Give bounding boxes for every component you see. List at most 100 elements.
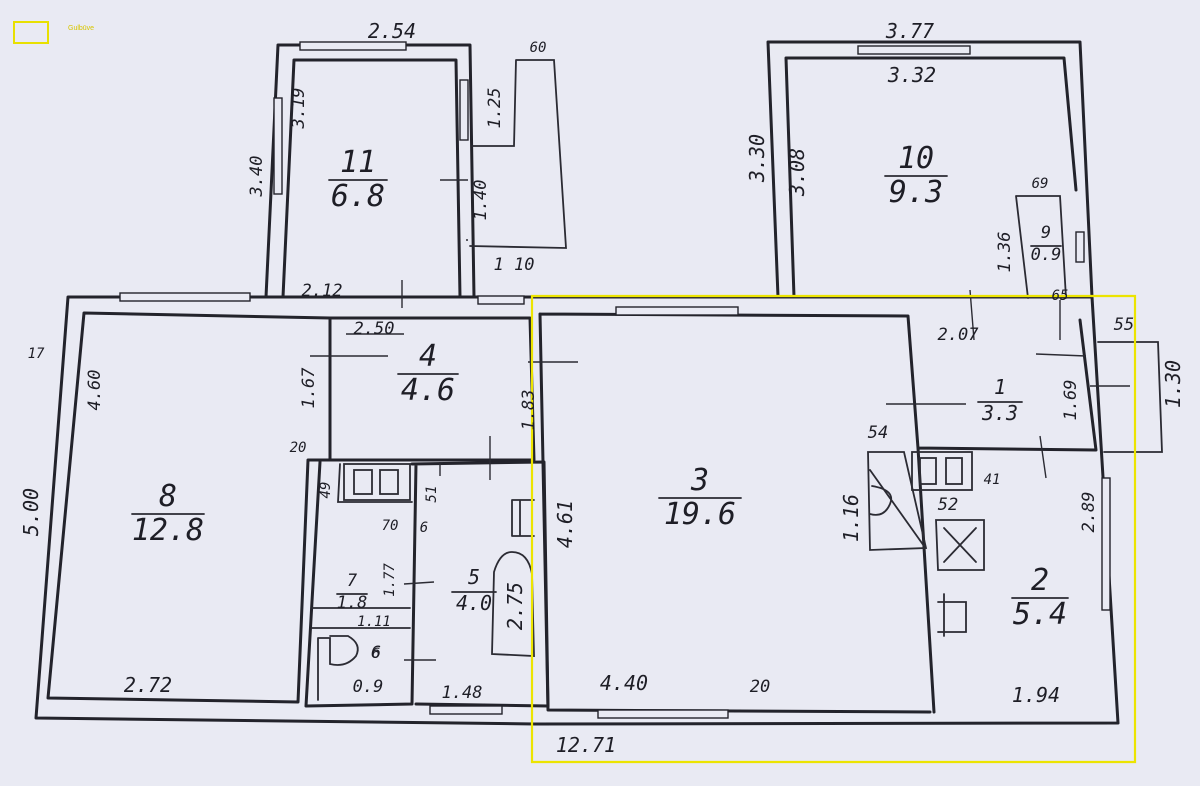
dimension-label: 1.67: [299, 367, 319, 409]
room-area: 0.9: [1031, 245, 1062, 265]
room-area: 19.6: [664, 497, 736, 532]
wc-partitions: [311, 463, 413, 629]
dimension-label: 2.50: [354, 319, 395, 339]
room-number: 8: [159, 479, 177, 514]
dimension-label: 17: [28, 346, 45, 362]
dimension-label: 1.25: [485, 88, 505, 129]
room-10-walls: [766, 40, 1094, 299]
dimension-label: 52: [938, 495, 958, 515]
legend-label: Gulbūve: [68, 25, 94, 32]
window-room-11-top: [299, 41, 407, 51]
window-room-2: [1101, 477, 1111, 611]
room-number: 2: [1031, 563, 1049, 598]
dimension-label: 2.89: [1079, 492, 1099, 533]
dimension-label: 54: [868, 423, 888, 443]
room-5-label: 54.0: [451, 565, 497, 615]
dimension-label: 69: [1032, 176, 1049, 192]
room-number: 4: [419, 339, 437, 374]
room-number: 5: [468, 565, 480, 589]
door-swing-icon: [869, 485, 893, 516]
dimension-label: 1.77: [382, 563, 398, 597]
dimension-label: 2.72: [124, 673, 172, 697]
window-room-3-top: [615, 306, 739, 316]
main-outer-wall: [34, 295, 1120, 726]
dimension-label: 1.40: [471, 180, 491, 221]
room-4-label: 44.6: [397, 339, 459, 408]
room-3-label: 319.6: [658, 463, 742, 532]
kitchen-sink-icon: [937, 593, 967, 637]
dimension-label: 2.12: [302, 281, 343, 301]
porch-outline: [1097, 341, 1163, 453]
room-9-walls: [1015, 195, 1067, 299]
dimension-label: 1.48: [442, 683, 483, 703]
dimension-label: 1.30: [1161, 360, 1185, 408]
window-room-11-left: [273, 97, 283, 195]
dimension-label: 1.16: [839, 494, 863, 542]
dimension-ticks: [310, 179, 1130, 661]
dimension-label: 6: [372, 646, 380, 662]
room-area: 6.8: [331, 179, 385, 214]
annex-walls: [469, 59, 567, 249]
room-11-walls: [264, 43, 476, 299]
room-number: 9: [1041, 223, 1051, 243]
room-3-walls: [538, 312, 1098, 714]
dimension-label: 49: [318, 482, 334, 499]
dimension-label: 4.60: [85, 370, 105, 411]
room-area: 0.9: [353, 677, 384, 697]
room-7-label: 71.8: [336, 571, 368, 613]
dimension-label: 60: [530, 40, 547, 56]
dimension-label: 1.94: [1012, 683, 1060, 707]
window-room-8: [119, 292, 251, 302]
dimension-label: 20: [750, 677, 770, 697]
dimension-label: 3.77: [885, 19, 934, 43]
dimension-label: 6: [420, 520, 428, 536]
dimension-label: 4.40: [600, 671, 648, 695]
dimension-label: 20: [290, 440, 307, 456]
room-2-label: 25.4: [1011, 563, 1069, 632]
toilet-icon: [317, 635, 359, 701]
dimension-label: 3.30: [745, 134, 769, 183]
dimension-label: 2.07: [938, 325, 980, 345]
dimension-label: 41: [984, 472, 1001, 488]
highlighted-area: [530, 294, 1137, 764]
dimension-label: 1.11: [357, 614, 391, 630]
dimension-label: 2.54: [368, 19, 416, 43]
room-11-label: 116.8: [328, 145, 388, 214]
tick-marks: [310, 179, 1130, 661]
dimension-label: 1.69: [1061, 380, 1081, 421]
dimension-label: 3.40: [247, 156, 267, 198]
room-10-label: 109.3: [884, 141, 948, 210]
room-number: 3: [690, 463, 709, 498]
room-number: 1: [994, 375, 1006, 399]
dimension-label: 4.61: [553, 500, 577, 548]
chimney-icon: [935, 519, 985, 571]
room-number: 7: [347, 571, 358, 591]
window-room-3-bottom: [597, 709, 729, 719]
legend: Gulbūve: [13, 21, 94, 44]
room-number: 10: [898, 141, 934, 176]
fixtures: [317, 451, 985, 701]
room-8-label: 812.8: [131, 479, 205, 548]
window-room-4: [477, 295, 525, 305]
room-6-label: 60.9: [353, 643, 384, 697]
dimension-label: 65: [1052, 288, 1069, 304]
stove-cell-icon: [945, 457, 963, 485]
pantry-door-icon: [867, 451, 928, 551]
walls: [34, 40, 1163, 726]
dimension-label: 5.00: [19, 488, 43, 536]
heater-cell-icon: [353, 469, 373, 495]
room-area: 4.6: [401, 373, 455, 408]
window-room-10: [857, 45, 971, 55]
room-area: 9.3: [889, 175, 943, 210]
dimension-label: 1.36: [995, 232, 1015, 273]
room-labels: 13.325.4319.644.654.060.971.8812.890.910…: [131, 141, 1069, 697]
window-room-5: [429, 705, 503, 715]
room-area: 1.8: [337, 593, 368, 613]
sink-icon: [511, 499, 535, 537]
room-area: 3.3: [981, 401, 1018, 425]
room-area: 4.0: [456, 591, 492, 615]
stove-icon: [911, 451, 973, 491]
dimension-label: 1.83: [519, 390, 539, 431]
